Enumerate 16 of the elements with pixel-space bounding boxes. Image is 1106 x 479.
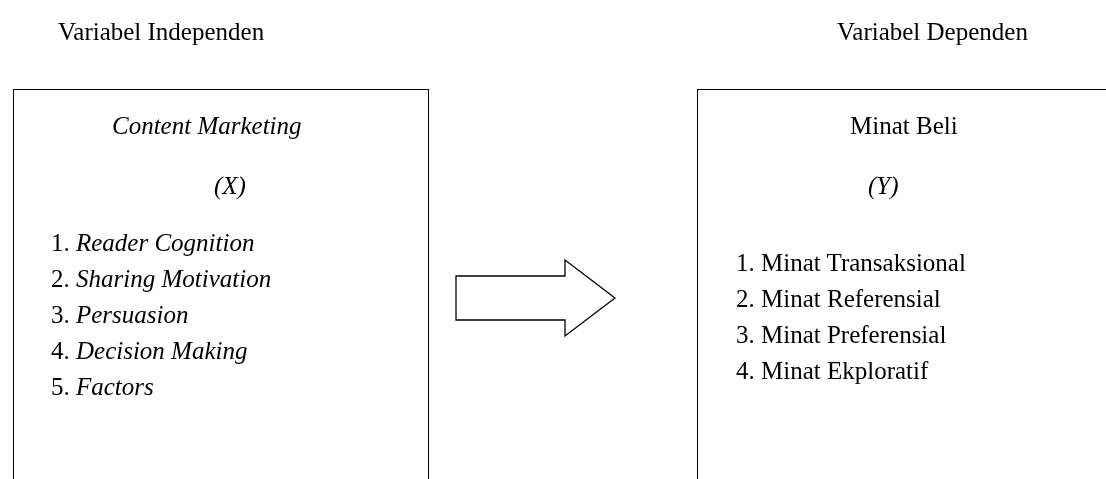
block-arrow [455,258,617,338]
indicator-item: 1. Reader Cognition [51,228,256,257]
indicator-item: 2. Sharing Motivation [51,264,272,293]
variable-symbol: (Y) [868,172,899,200]
indicator-item: 1. Minat Transaksional [736,248,966,277]
indicator-item: 3. Persuasion [51,300,190,329]
indicator-item: 5. Factors [51,372,155,401]
variable-symbol: (X) [214,172,246,200]
indicator-item: 4. Minat Ekploratif [736,356,930,385]
variable-heading: Variabel Independen [58,18,265,46]
variable-name: Minat Beli [850,112,958,140]
indicator-item: 4. Decision Making [51,336,249,365]
indicator-item: 3. Minat Preferensial [736,320,948,349]
variable-heading: Variabel Dependen [837,18,1028,46]
variable-name: Content Marketing [112,112,302,140]
indicator-item: 2. Minat Referensial [736,284,942,313]
